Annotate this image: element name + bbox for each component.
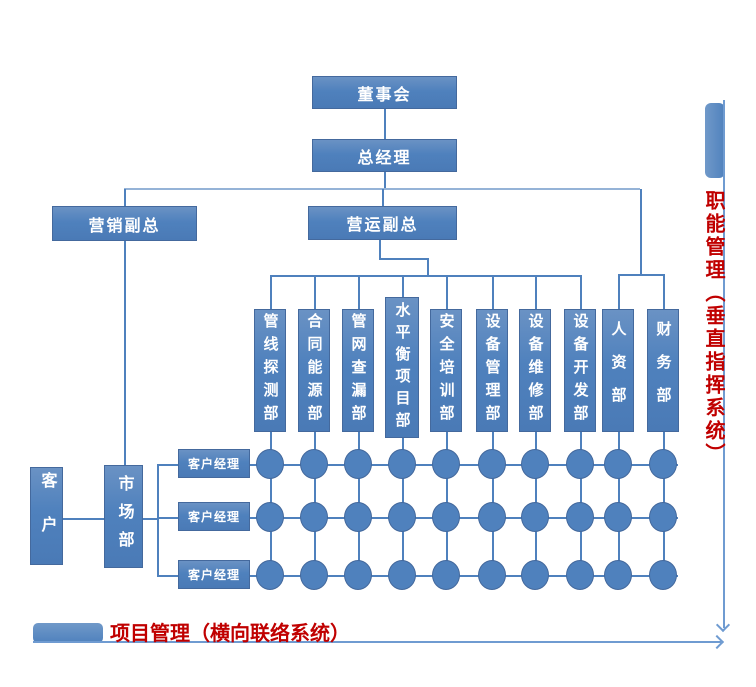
matrix-node-circle	[604, 449, 632, 479]
connector-bus-to-dept	[314, 275, 316, 309]
matrix-node-circle	[300, 560, 328, 590]
connector-bus-to-dept	[535, 275, 537, 309]
connector-bus-to-dept	[663, 274, 665, 309]
horizontal-system-bar	[33, 623, 103, 643]
matrix-node-circle	[566, 502, 594, 532]
matrix-node-circle	[256, 449, 284, 479]
connector-jog-down	[427, 258, 429, 275]
connector-right-branch-down	[640, 189, 642, 275]
connector-marketingvp-marketdept	[124, 241, 126, 465]
connector-departments-bus	[270, 275, 581, 277]
connector-right-branch-bus	[618, 274, 664, 276]
connector-spine-row3	[157, 575, 178, 577]
matrix-node-circle	[344, 449, 372, 479]
connector-opsvp-down	[379, 240, 381, 258]
down-arrow-icon	[715, 617, 731, 633]
connector-bus-to-dept	[358, 275, 360, 309]
dept-pipeline-detection: 管线探测部	[254, 309, 286, 432]
account-manager-row1: 客户经理	[178, 449, 250, 478]
dept-safety-training: 安全培训部	[430, 309, 462, 432]
matrix-row1-line	[250, 464, 678, 466]
node-operations-vp: 营运副总	[308, 206, 457, 240]
connector-opsvp-jog	[379, 258, 428, 260]
connector-customer-marketdept	[63, 518, 104, 520]
connector-bus-to-dept	[402, 275, 404, 297]
dept-equipment-management: 设备管理部	[476, 309, 508, 432]
matrix-node-circle	[432, 502, 460, 532]
dept-human-resources: 人资部	[602, 309, 634, 432]
account-manager-row3: 客户经理	[178, 560, 250, 589]
dept-contract-energy: 合同能源部	[298, 309, 330, 432]
matrix-node-circle	[649, 560, 677, 590]
matrix-node-circle	[432, 560, 460, 590]
connector-to-operations-vp	[382, 189, 384, 206]
node-board: 董事会	[312, 76, 457, 109]
matrix-node-circle	[604, 560, 632, 590]
matrix-node-circle	[604, 502, 632, 532]
node-general-manager: 总经理	[312, 139, 457, 172]
account-manager-row2: 客户经理	[178, 502, 250, 531]
matrix-node-circle	[388, 449, 416, 479]
connector-bus-to-dept	[492, 275, 494, 309]
matrix-node-circle	[388, 560, 416, 590]
matrix-node-circle	[478, 560, 506, 590]
dept-finance: 财务部	[647, 309, 679, 432]
connector-spine-row2	[157, 517, 178, 519]
matrix-node-circle	[521, 449, 549, 479]
dept-water-balance-project: 水平衡项目部	[385, 297, 419, 438]
node-market-dept: 市场部	[104, 465, 143, 568]
connector-gm-down	[384, 172, 386, 189]
right-arrow-icon	[709, 634, 725, 650]
matrix-node-circle	[566, 560, 594, 590]
node-customer: 客户	[30, 467, 63, 565]
connector-spine-row1	[157, 464, 178, 466]
dept-equipment-maintenance: 设备维修部	[519, 309, 551, 432]
matrix-node-circle	[256, 502, 284, 532]
vertical-system-bar	[705, 103, 725, 178]
matrix-node-circle	[300, 449, 328, 479]
matrix-row3-line	[250, 575, 678, 577]
matrix-node-circle	[388, 502, 416, 532]
connector-bus-to-dept	[580, 275, 582, 309]
matrix-node-circle	[478, 502, 506, 532]
matrix-node-circle	[300, 502, 328, 532]
horizontal-system-label: 项目管理（横向联络系统）	[110, 623, 350, 645]
connector-bus-to-dept	[618, 274, 620, 309]
matrix-node-circle	[649, 502, 677, 532]
matrix-node-circle	[344, 560, 372, 590]
connector-bus-to-dept	[446, 275, 448, 309]
horizontal-system-arrow-line	[33, 641, 721, 643]
matrix-node-circle	[521, 502, 549, 532]
matrix-node-circle	[649, 449, 677, 479]
matrix-node-circle	[521, 560, 549, 590]
vertical-system-arrow-line	[723, 100, 725, 628]
connector-marketdept-spine	[143, 518, 157, 520]
matrix-node-circle	[478, 449, 506, 479]
connector-board-gm	[384, 109, 386, 139]
connector-manager-spine	[157, 464, 159, 576]
matrix-node-circle	[432, 449, 460, 479]
dept-equipment-development: 设备开发部	[564, 309, 596, 432]
vertical-system-label: 职能管理（垂直指挥系统）	[702, 190, 724, 466]
matrix-node-circle	[344, 502, 372, 532]
matrix-node-circle	[566, 449, 594, 479]
dept-network-leak-check: 管网查漏部	[342, 309, 374, 432]
connector-to-marketing-vp	[124, 189, 126, 206]
matrix-node-circle	[256, 560, 284, 590]
connector-bus-to-dept	[270, 275, 272, 309]
matrix-row2-line	[250, 517, 678, 519]
node-marketing-vp: 营销副总	[52, 206, 197, 241]
